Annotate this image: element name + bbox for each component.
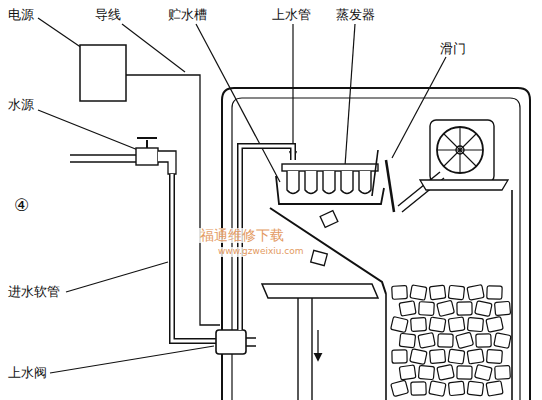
ice-cube	[391, 380, 409, 396]
ice-cube	[438, 334, 453, 348]
ice-cube	[476, 334, 491, 348]
ice-cube	[437, 300, 455, 316]
housing	[222, 88, 530, 400]
ice-cube	[487, 350, 503, 364]
ice-cube	[430, 349, 446, 363]
inlet-hose	[172, 174, 216, 341]
part-label: 上水阀	[8, 366, 47, 380]
ice-cube	[392, 350, 407, 363]
ice-cube	[410, 349, 427, 365]
slide-door	[386, 160, 394, 212]
ice-cube	[467, 349, 484, 364]
watermark: 福通维修下载	[198, 228, 286, 243]
level-plate	[420, 180, 508, 190]
ice-cube	[419, 302, 435, 316]
ice-cube	[486, 316, 503, 332]
ice-cube	[448, 349, 465, 364]
part-label: 蒸发器	[336, 8, 375, 22]
ice-cube	[418, 333, 435, 349]
leader-lines	[38, 18, 446, 373]
watermark: www.gzweixiu.com	[216, 247, 306, 257]
rod	[372, 150, 378, 196]
part-label: 导线	[95, 8, 121, 22]
ice-cube	[429, 285, 445, 300]
power-box	[80, 45, 126, 101]
ice-cube	[429, 317, 446, 332]
ice-cube	[391, 317, 409, 333]
part-label: 贮水槽	[168, 8, 207, 22]
part-label: 水源	[8, 98, 34, 112]
valve-stub	[246, 338, 256, 346]
figure-number: ④	[14, 196, 29, 215]
ice-cube	[495, 366, 511, 380]
faucet	[70, 138, 176, 174]
ice-cube	[418, 365, 434, 379]
ice-cube	[467, 381, 483, 396]
drain-pipe	[298, 298, 312, 400]
ice-cube	[399, 365, 416, 380]
part-label: 滑门	[440, 42, 466, 56]
evaporator	[282, 164, 378, 194]
ice-pile	[391, 285, 511, 397]
ice-cube	[399, 301, 416, 316]
ice-cube	[410, 285, 427, 300]
ice-cube	[411, 382, 426, 396]
ice-cube	[399, 333, 415, 347]
ice-cube	[311, 250, 328, 265]
ice-bin	[386, 190, 512, 400]
ice-cube	[495, 301, 511, 315]
ice-cube	[475, 364, 493, 380]
ice-cube	[320, 211, 338, 228]
ice-cube	[457, 302, 472, 315]
ice-cube	[475, 301, 492, 317]
ice-cube	[392, 286, 408, 300]
inlet-hose-inner	[172, 174, 216, 341]
ice-cube	[448, 317, 465, 332]
water-tank	[276, 176, 384, 204]
ice-cube	[457, 366, 472, 379]
ice-cube	[448, 381, 464, 395]
motor-wheel	[398, 120, 494, 212]
ice-cube	[487, 286, 502, 300]
ice-cube	[411, 317, 427, 331]
part-label: 进水软管	[8, 285, 60, 299]
part-label: 上水管	[272, 8, 311, 22]
ice-cube	[448, 285, 464, 299]
ice-cube	[437, 364, 454, 380]
drain-arrow	[317, 330, 318, 360]
ice-cube	[429, 381, 446, 397]
ice-cube	[494, 333, 511, 349]
ice-cube	[456, 332, 474, 348]
part-label: 电源	[8, 8, 34, 22]
inlet-valve	[216, 330, 246, 354]
ice-cube	[467, 317, 483, 331]
drain-trough	[262, 284, 378, 298]
ice-cube	[467, 285, 484, 301]
ice-cube	[486, 381, 503, 396]
